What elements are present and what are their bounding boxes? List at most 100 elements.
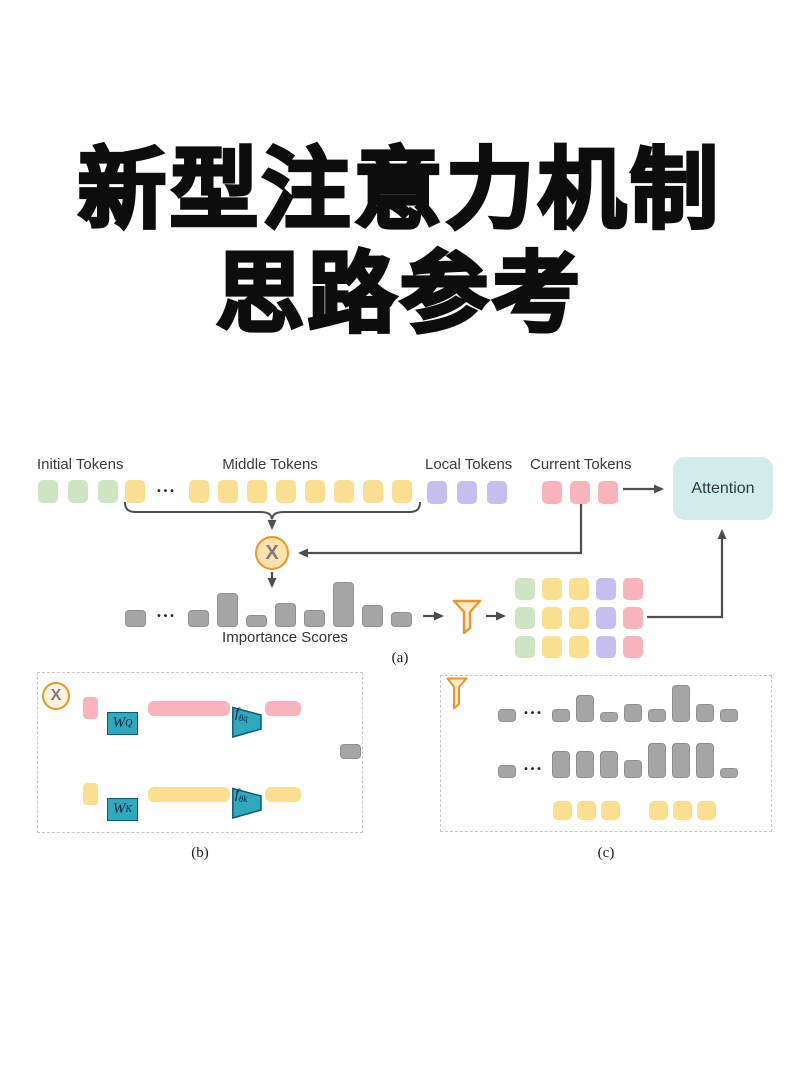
token-square — [596, 636, 616, 658]
token-square — [623, 578, 643, 600]
token-square — [38, 480, 58, 503]
token-square — [515, 607, 535, 629]
attention-label: Attention — [691, 479, 755, 497]
ellipsis: ••• — [157, 486, 177, 497]
ellipsis: ••• — [157, 611, 177, 622]
token-square — [542, 481, 562, 504]
score-bar — [672, 743, 690, 778]
score-bar — [125, 610, 146, 627]
middle-tokens-row: ••• — [125, 480, 412, 503]
caption-a: (a) — [391, 650, 409, 666]
filter-funnel-icon — [452, 599, 482, 634]
token-square — [363, 480, 383, 503]
ellipsis: ••• — [524, 764, 544, 775]
initial-tokens-label: Initial Tokens — [37, 456, 124, 473]
grid-row — [515, 607, 643, 629]
filter-funnel-icon-detail — [446, 677, 468, 710]
token-square — [189, 480, 209, 503]
multiply-symbol: X — [265, 541, 279, 564]
score-bar — [498, 765, 516, 778]
initial-tokens-row — [38, 480, 118, 503]
token-square — [218, 480, 238, 503]
score-output-token — [340, 744, 361, 759]
fk-label: fθk — [235, 787, 248, 804]
token-square — [623, 607, 643, 629]
token-square — [276, 480, 296, 503]
token-square — [487, 481, 507, 504]
score-bar — [720, 768, 738, 778]
score-bar — [576, 751, 594, 778]
token-square — [598, 481, 618, 504]
middle-tokens-label: Middle Tokens — [222, 456, 318, 473]
scores-after-selection-bars: ••• — [498, 743, 738, 778]
query-projection-bar — [148, 701, 230, 716]
caption-b: (b) — [191, 845, 209, 861]
caption-c: (c) — [597, 845, 615, 861]
score-bar — [672, 685, 690, 722]
multiply-symbol: X — [50, 687, 62, 704]
wq-label: W — [112, 715, 126, 731]
token-square — [392, 480, 412, 503]
token-square — [569, 578, 589, 600]
token-square — [305, 480, 325, 503]
wk-label: W — [112, 801, 126, 817]
fq-label: fθq — [235, 706, 248, 723]
ellipsis: ••• — [524, 708, 544, 719]
token-square — [649, 801, 668, 820]
token-square — [247, 480, 267, 503]
token-square — [596, 607, 616, 629]
token-square — [596, 578, 616, 600]
score-bar — [217, 593, 238, 627]
title-line-2: 思路参考 — [214, 242, 584, 345]
current-tokens-label: Current Tokens — [530, 456, 632, 473]
score-bar — [600, 712, 618, 722]
scores-before-selection-bars: ••• — [498, 685, 738, 722]
score-bar — [624, 760, 642, 778]
wq-subscript: Q — [125, 718, 133, 729]
token-square — [427, 481, 447, 504]
token-square — [553, 801, 572, 820]
token-square — [68, 480, 88, 503]
score-bar — [624, 704, 642, 722]
fk-function-trapezoid: fθk — [232, 787, 262, 819]
score-bar — [188, 610, 209, 627]
local-tokens-row — [427, 481, 507, 504]
score-bar — [498, 709, 516, 722]
score-bar — [648, 709, 666, 722]
query-token — [83, 697, 98, 719]
token-square — [542, 578, 562, 600]
token-square — [570, 481, 590, 504]
grid-row — [515, 578, 643, 600]
selected-tokens-row — [553, 801, 716, 820]
token-square — [334, 480, 354, 503]
score-bar — [648, 743, 666, 778]
key-token — [83, 783, 98, 805]
score-bar — [552, 751, 570, 778]
token-square — [697, 801, 716, 820]
token-square — [515, 578, 535, 600]
page-title: 新型注意力机制 思路参考 — [0, 138, 800, 346]
token-square — [623, 636, 643, 658]
token-square — [457, 481, 477, 504]
token-square — [601, 801, 620, 820]
key-projection-bar — [148, 787, 230, 802]
importance-scores-bars: ••• — [125, 582, 412, 627]
score-bar — [600, 751, 618, 778]
score-bar — [333, 582, 354, 627]
key-output-bar — [265, 787, 301, 802]
attention-box: Attention — [673, 457, 773, 520]
multiply-node: X — [255, 536, 289, 570]
local-tokens-label: Local Tokens — [425, 456, 513, 473]
token-square — [577, 801, 596, 820]
score-bar — [304, 610, 325, 627]
importance-scores-label: Importance Scores — [222, 629, 348, 646]
fq-function-trapezoid: fθq — [232, 706, 262, 738]
score-bar — [720, 709, 738, 722]
score-bar — [362, 605, 383, 627]
query-output-bar — [265, 701, 301, 716]
token-square — [98, 480, 118, 503]
token-square — [542, 636, 562, 658]
token-square — [569, 607, 589, 629]
